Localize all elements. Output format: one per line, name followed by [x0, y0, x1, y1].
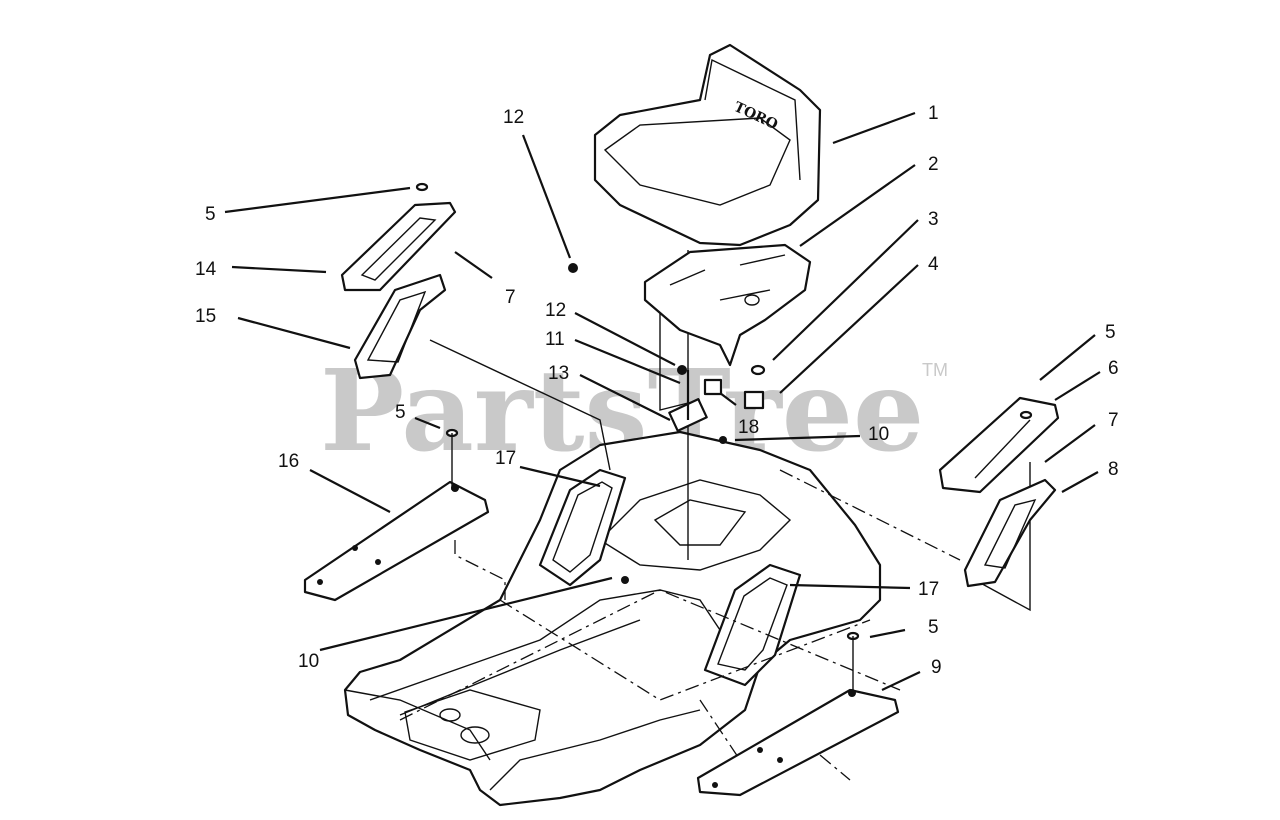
foot-plate-right [696, 688, 900, 797]
callout-5-mid-left: 5 [395, 402, 406, 423]
shift-guide-left [353, 273, 447, 380]
callout-12-top: 12 [503, 107, 524, 128]
callout-labels: 1 2 3 4 5 5 5 5 6 7 7 8 9 10 10 11 12 12… [195, 103, 1119, 678]
callout-10-lower: 10 [298, 651, 319, 672]
alignment-lines [399, 250, 1031, 781]
callout-16: 16 [278, 451, 299, 472]
callout-10-upper: 10 [868, 424, 889, 445]
callout-14: 14 [195, 259, 217, 280]
foot-plate-left [303, 480, 490, 602]
watermark-trademark: TM [922, 360, 948, 380]
callout-5-bottom-right: 5 [928, 617, 939, 638]
callout-17-right: 17 [918, 579, 939, 600]
callout-3: 3 [928, 209, 939, 230]
callout-1: 1 [928, 103, 939, 124]
callout-7-right: 7 [1108, 410, 1119, 431]
callout-9: 9 [931, 657, 942, 678]
hardware [415, 182, 1033, 690]
callout-6: 6 [1108, 358, 1119, 379]
callout-13: 13 [548, 363, 569, 384]
callout-7-left: 7 [505, 287, 516, 308]
shift-guide-right [963, 478, 1057, 588]
seat: TORO [593, 43, 822, 247]
callout-11: 11 [545, 329, 565, 350]
callout-17-left: 17 [495, 448, 516, 469]
control-plate-left [340, 201, 457, 292]
callout-8: 8 [1108, 459, 1119, 480]
callout-12-mid: 12 [545, 300, 566, 321]
callout-2: 2 [928, 154, 939, 175]
callout-5-top-left: 5 [205, 204, 216, 225]
callout-18: 18 [738, 417, 759, 438]
callout-4: 4 [928, 254, 939, 275]
control-plate-right [938, 396, 1060, 494]
callout-15: 15 [195, 306, 216, 327]
leader-lines [224, 111, 1101, 691]
seat-pan [643, 243, 812, 367]
fender-body [343, 430, 882, 807]
callout-5-right: 5 [1105, 322, 1116, 343]
